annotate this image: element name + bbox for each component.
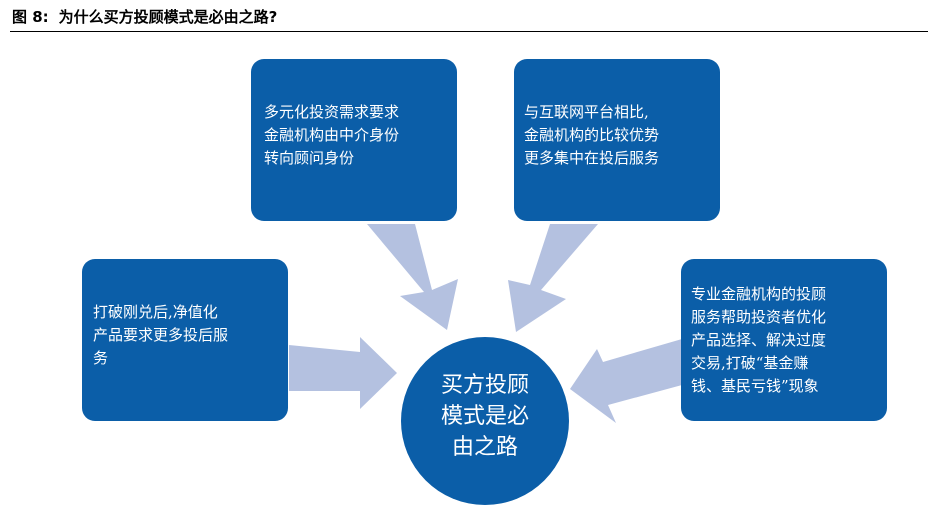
box-text-line: 更多集中在投后服务	[524, 149, 660, 167]
box-text-line: 服务帮助投资者优化	[691, 308, 827, 326]
arrow-left-to-center	[289, 337, 397, 409]
arrow-top-left-to-center	[367, 224, 458, 330]
arrow-top-right-to-center	[508, 224, 598, 332]
center-text-line: 模式是必	[440, 404, 529, 429]
arrow-right-to-center	[570, 339, 682, 423]
figure-title: 图 8: 为什么买方投顾模式是必由之路?	[12, 6, 277, 27]
box-text-line: 务	[93, 349, 109, 367]
box-comparative-advantage: 与互联网平台相比, 金融机构的比较优势 更多集中在投后服务	[514, 59, 720, 221]
center-text-line: 由之路	[451, 435, 518, 460]
box-professional-advisory: 专业金融机构的投顾 服务帮助投资者优化 产品选择、解决过度 交易,打破“基金赚 …	[681, 259, 887, 421]
box-text-line: 钱、基民亏钱”现象	[691, 377, 819, 395]
box-text-line: 与互联网平台相比,	[524, 103, 649, 121]
box-text-line: 金融机构的比较优势	[524, 126, 660, 144]
box-text-line: 多元化投资需求要求	[264, 103, 400, 121]
figure-label: 图 8:	[12, 8, 49, 26]
box-text-line: 交易,打破“基金赚	[691, 354, 809, 372]
box-text-line: 金融机构由中介身份	[264, 126, 400, 144]
box-text-line: 打破刚兑后,净值化	[93, 303, 218, 321]
box-diversified-investment-demand: 多元化投资需求要求 金融机构由中介身份 转向顾问身份	[251, 59, 457, 221]
box-text-line: 专业金融机构的投顾	[691, 285, 827, 303]
figure-title-text: 为什么买方投顾模式是必由之路?	[58, 8, 278, 26]
box-text-line: 转向顾问身份	[264, 149, 355, 167]
title-rule	[10, 31, 928, 32]
box-text-line: 产品选择、解决过度	[691, 331, 827, 349]
center-circle-buyside-advisory: 买方投顾 模式是必 由之路	[401, 337, 569, 505]
arrows-layer	[289, 224, 682, 423]
box-text-line: 产品要求更多投后服	[93, 326, 229, 344]
center-text-line: 买方投顾	[440, 373, 529, 398]
box-net-value-products: 打破刚兑后,净值化 产品要求更多投后服 务	[82, 259, 288, 421]
